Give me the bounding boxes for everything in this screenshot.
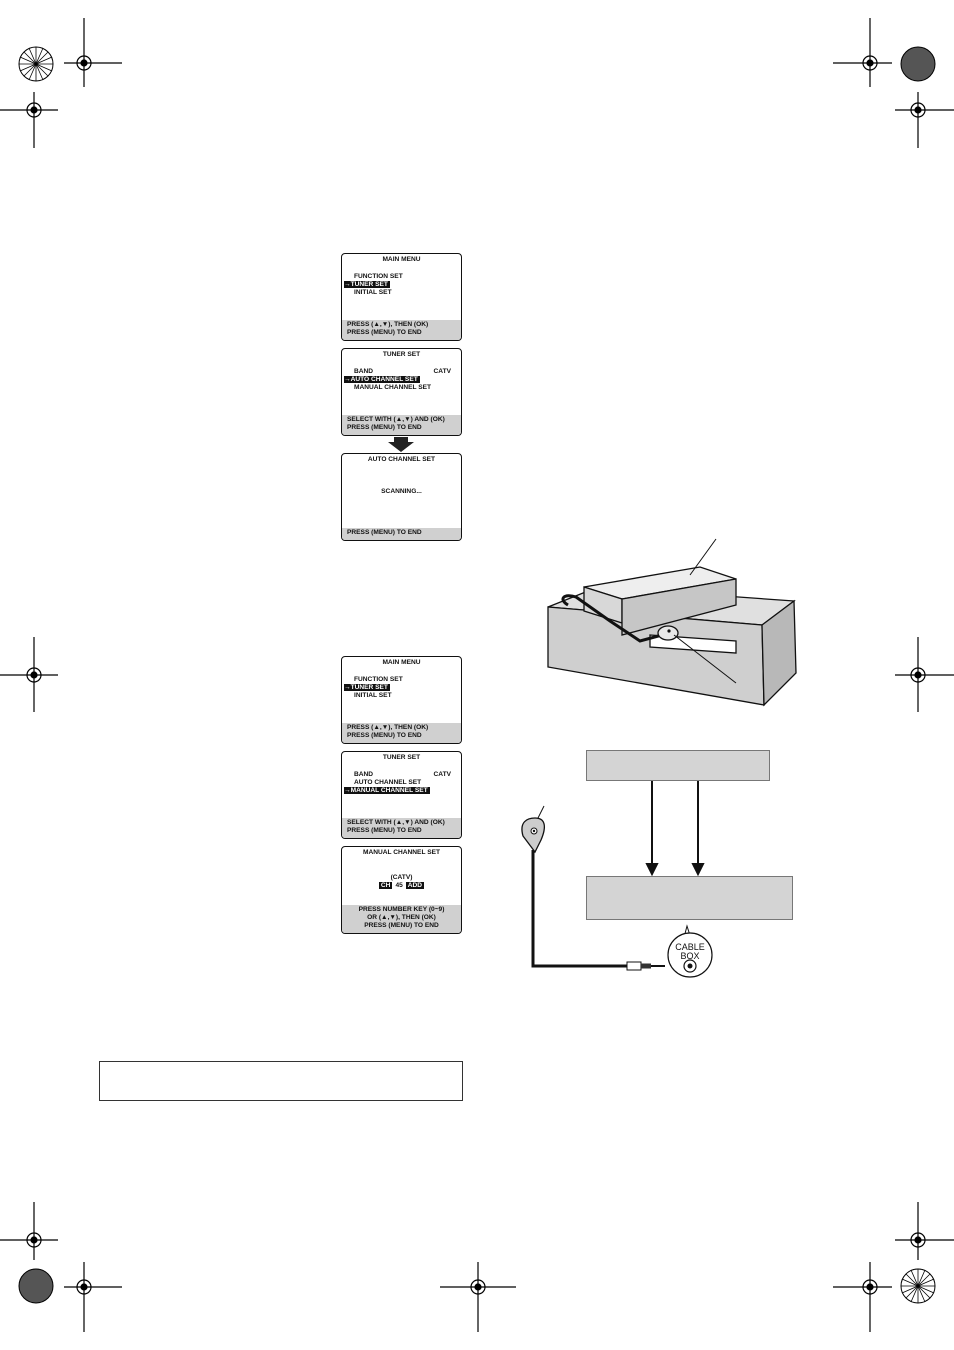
menu-item-tuner-set: →TUNER SET	[344, 281, 390, 288]
crosshair-mark-icon	[895, 1202, 954, 1260]
crosshair-mark-icon	[64, 18, 122, 87]
menu-item-tuner-set: →TUNER SET	[344, 684, 390, 691]
osd-auto-channel-set-panel: AUTO CHANNEL SET SCANNING... PRESS (MENU…	[341, 453, 462, 541]
osd-main-menu-panel: MAIN MENU FUNCTION SET →TUNER SET INITIA…	[341, 253, 462, 341]
osd-title: TUNER SET	[382, 351, 421, 358]
solid-dot-mark-icon	[18, 1268, 54, 1304]
footer-line: SELECT WITH (▲,▼) AND (OK)	[347, 819, 445, 826]
remote-cable	[561, 594, 663, 643]
osd-footer: PRESS NUMBER KEY (0~9) OR (▲,▼), THEN (O…	[342, 905, 461, 933]
crosshair-mark-icon	[895, 92, 954, 148]
osd-footer: PRESS (▲,▼), THEN (OK) PRESS (MENU) TO E…	[342, 723, 461, 743]
crosshair-mark-icon	[833, 1262, 892, 1332]
menu-item-function-set: FUNCTION SET	[354, 273, 403, 280]
menu-item-function-set: FUNCTION SET	[354, 676, 403, 683]
sensor-cable	[531, 850, 627, 968]
crosshair-mark-icon	[0, 1202, 58, 1260]
vcr-cable-box-illustration	[547, 538, 797, 707]
channel-number: 45	[395, 882, 403, 889]
osd-title: AUTO CHANNEL SET	[367, 456, 436, 463]
cable-box-side-face	[621, 578, 737, 636]
add-status: ADD	[405, 882, 425, 889]
footer-line: SELECT WITH (▲,▼) AND (OK)	[347, 416, 445, 423]
crosshair-mark-icon	[64, 1262, 122, 1332]
menu-item-initial-set: INITIAL SET	[354, 289, 392, 296]
osd-title: MANUAL CHANNEL SET	[362, 849, 441, 856]
footer-line: PRESS (▲,▼), THEN (OK)	[347, 321, 429, 328]
cable-box-jack-callout	[667, 932, 713, 978]
osd-footer: SELECT WITH (▲,▼) AND (OK) PRESS (MENU) …	[342, 818, 461, 838]
connection-diagram: CABLE BOX	[521, 781, 713, 978]
crosshair-mark-icon	[0, 92, 58, 148]
plug-icon	[626, 961, 665, 971]
note-box	[99, 1061, 463, 1101]
starburst-mark-icon	[900, 1268, 936, 1304]
crosshair-mark-icon	[895, 637, 954, 712]
footer-line: PRESS (MENU) TO END	[347, 424, 422, 431]
footer-line: PRESS (▲,▼), THEN (OK)	[347, 724, 429, 731]
crosshair-mark-icon	[440, 1262, 516, 1332]
footer-line: PRESS NUMBER KEY (0~9)	[358, 906, 445, 913]
osd-tuner-set-panel: TUNER SET BAND CATV AUTO CHANNEL SET →MA…	[341, 751, 462, 839]
footer-line: PRESS (MENU) TO END	[347, 329, 422, 336]
osd-title: MAIN MENU	[382, 256, 421, 263]
menu-item-band: BAND	[354, 368, 374, 375]
cable-box-label-line1: CABLE	[675, 942, 705, 952]
osd-tuner-set-panel: TUNER SET BAND CATV →AUTO CHANNEL SET MA…	[341, 348, 462, 436]
band-indicator: (CATV)	[390, 874, 413, 881]
menu-item-manual-channel-set: MANUAL CHANNEL SET	[354, 384, 432, 391]
footer-line: PRESS (MENU) TO END	[347, 529, 422, 536]
sensor-eye-icon	[657, 625, 679, 641]
menu-item-auto-channel-set: →AUTO CHANNEL SET	[344, 376, 420, 383]
down-arrow-icon	[388, 437, 414, 452]
arrow-down-icon	[691, 863, 705, 877]
osd-title: MAIN MENU	[382, 659, 421, 666]
starburst-mark-icon	[18, 46, 54, 82]
footer-line: PRESS (MENU) TO END	[364, 922, 439, 929]
footer-line: PRESS (MENU) TO END	[347, 732, 422, 739]
osd-footer: PRESS (MENU) TO END	[342, 528, 461, 540]
menu-item-manual-channel-set: →MANUAL CHANNEL SET	[344, 787, 430, 794]
cable-box-label-line2: BOX	[680, 951, 699, 961]
footer-line: OR (▲,▼), THEN (OK)	[367, 914, 436, 921]
osd-footer: PRESS (▲,▼), THEN (OK) PRESS (MENU) TO E…	[342, 320, 461, 340]
osd-footer: SELECT WITH (▲,▼) AND (OK) PRESS (MENU) …	[342, 415, 461, 435]
osd-title: TUNER SET	[382, 754, 421, 761]
vcr-side-face	[761, 599, 797, 707]
upper-diagram-box	[586, 750, 770, 781]
arrow-down-icon	[645, 863, 659, 877]
band-value: CATV	[433, 771, 451, 778]
menu-item-initial-set: INITIAL SET	[354, 692, 392, 699]
menu-item-band: BAND	[354, 771, 374, 778]
osd-main-menu-panel: MAIN MENU FUNCTION SET →TUNER SET INITIA…	[341, 656, 462, 744]
solid-dot-mark-icon	[900, 46, 936, 82]
crosshair-mark-icon	[833, 18, 892, 87]
footer-line: PRESS (MENU) TO END	[347, 827, 422, 834]
lower-diagram-box	[586, 876, 793, 920]
remote-sensor-icon	[521, 805, 546, 854]
band-value: CATV	[433, 368, 451, 375]
menu-item-auto-channel-set: AUTO CHANNEL SET	[354, 779, 422, 786]
scanning-status: SCANNING...	[381, 488, 422, 495]
channel-label: CH	[378, 882, 393, 889]
crosshair-mark-icon	[0, 637, 58, 712]
